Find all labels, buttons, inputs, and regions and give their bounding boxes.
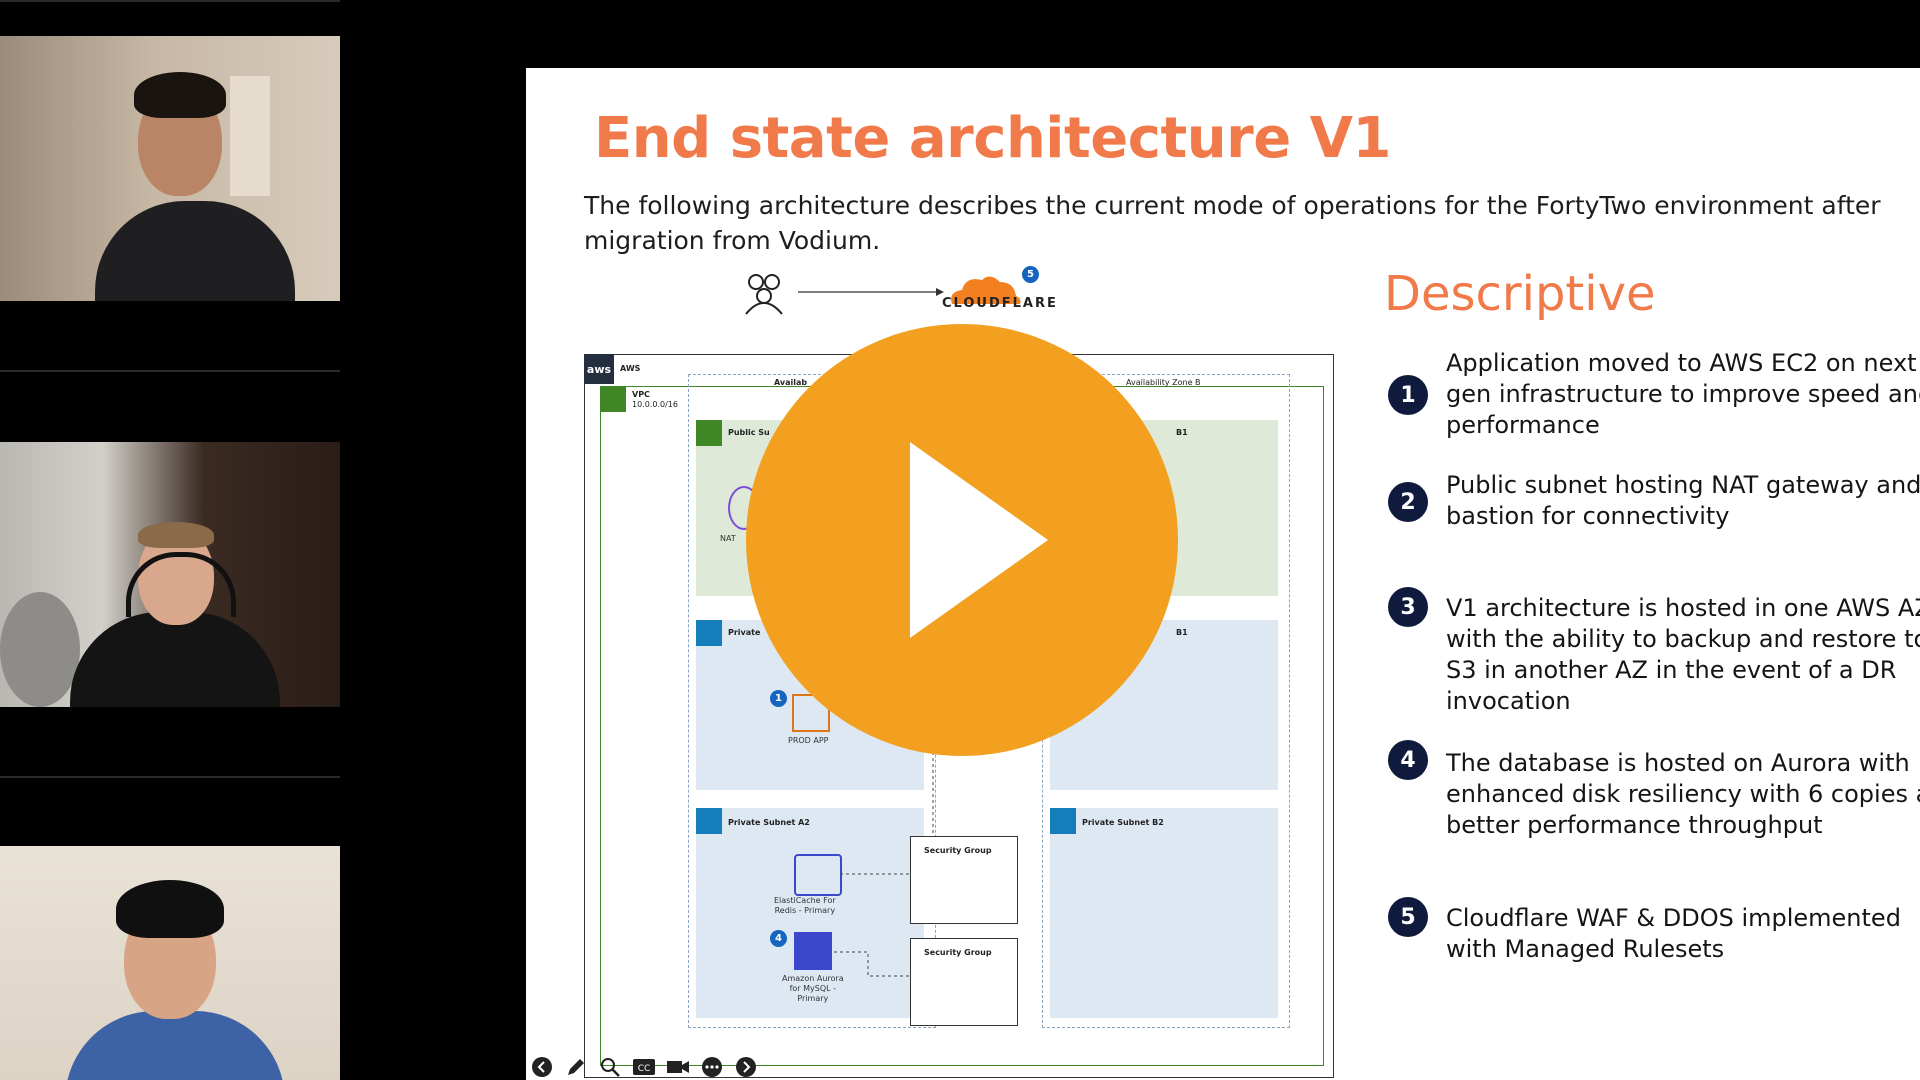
tile-divider [0,776,340,778]
elasticache-icon [794,854,842,896]
back-button[interactable] [528,1054,556,1080]
presentation-slide: End state architecture V1 The following … [526,68,1920,1080]
pen-button[interactable] [562,1054,590,1080]
participant-body [95,201,295,301]
aurora-badge: 4 [770,930,787,947]
participant-hair [138,522,214,548]
private-subnet-a2-label: Private Subnet A2 [728,818,810,827]
security-group-label: Security Group [924,948,992,957]
point-number-badge: 2 [1388,482,1428,522]
point-number-badge: 5 [1388,897,1428,937]
zoom-button[interactable] [596,1054,624,1080]
lock-icon [696,620,722,646]
az-a-label: Availab [774,378,808,387]
point-number-badge: 3 [1388,587,1428,627]
slide-toolbar: CC [528,1054,760,1080]
vpc-icon [600,386,626,412]
vpc-label: VPC [632,390,650,399]
forward-icon [736,1057,756,1077]
participant-hair [134,72,226,118]
point-number-badge: 4 [1388,740,1428,780]
lock-icon [696,420,722,446]
participant-video-3[interactable] [0,846,340,1080]
more-button[interactable] [698,1054,726,1080]
private-subnet-b1-label: B1 [1176,628,1188,637]
private-subnet-a1-label: Private [728,628,761,637]
descriptive-heading: Descriptive [1384,266,1656,322]
cloudflare-label: CLOUDFLARE [942,296,1058,311]
back-icon [532,1057,552,1077]
cloudflare-badge: 5 [1022,266,1039,283]
public-subnet-a-label: Public Su [728,428,770,437]
lock-icon [696,808,722,834]
private-subnet-b2 [1050,808,1278,1018]
closed-captions-button[interactable]: CC [630,1054,658,1080]
play-icon [910,442,1048,638]
participant-body [65,1011,285,1080]
participant-body [70,612,280,707]
camera-icon [667,1061,689,1073]
participant-hair [116,880,224,938]
public-subnet-b-label: B1 [1176,428,1188,437]
az-b-label: Availability Zone B [1126,378,1201,387]
pen-icon [568,1059,584,1075]
lock-icon [1050,808,1076,834]
aurora-database-icon [794,932,832,970]
aws-logo-icon: aws [584,354,614,384]
closed-captions-icon: CC [633,1059,655,1075]
private-subnet-a2 [696,808,924,1018]
users-icon [745,274,944,315]
zoom-icon [601,1058,620,1077]
participant-video-tiles [0,0,340,1080]
more-icon [702,1057,722,1077]
room-background [230,76,270,196]
camera-button[interactable] [664,1054,692,1080]
slide-title: End state architecture V1 [594,106,1391,171]
cloudflare-logo-icon [951,276,1021,304]
participant-video-2[interactable] [0,442,340,707]
svg-text:CC: CC [638,1064,651,1074]
tile-divider [0,370,340,372]
tile-divider [0,0,340,2]
participant-video-1[interactable] [0,36,340,301]
forward-button[interactable] [732,1054,760,1080]
vpc-cidr: 10.0.0.0/16 [632,400,678,409]
room-background [0,592,80,707]
private-subnet-b2-label: Private Subnet B2 [1082,818,1164,827]
security-group-label: Security Group [924,846,992,855]
security-group-box [910,836,1018,924]
slide-subtitle: The following architecture describes the… [584,191,1881,255]
prod-app-label: PROD APP [788,736,829,745]
prod-app-badge: 1 [770,690,787,707]
aws-label: AWS [620,364,641,373]
nat-label: NAT [720,534,736,543]
security-group-box [910,938,1018,1026]
play-button[interactable] [746,324,1178,756]
point-number-badge: 1 [1388,375,1428,415]
